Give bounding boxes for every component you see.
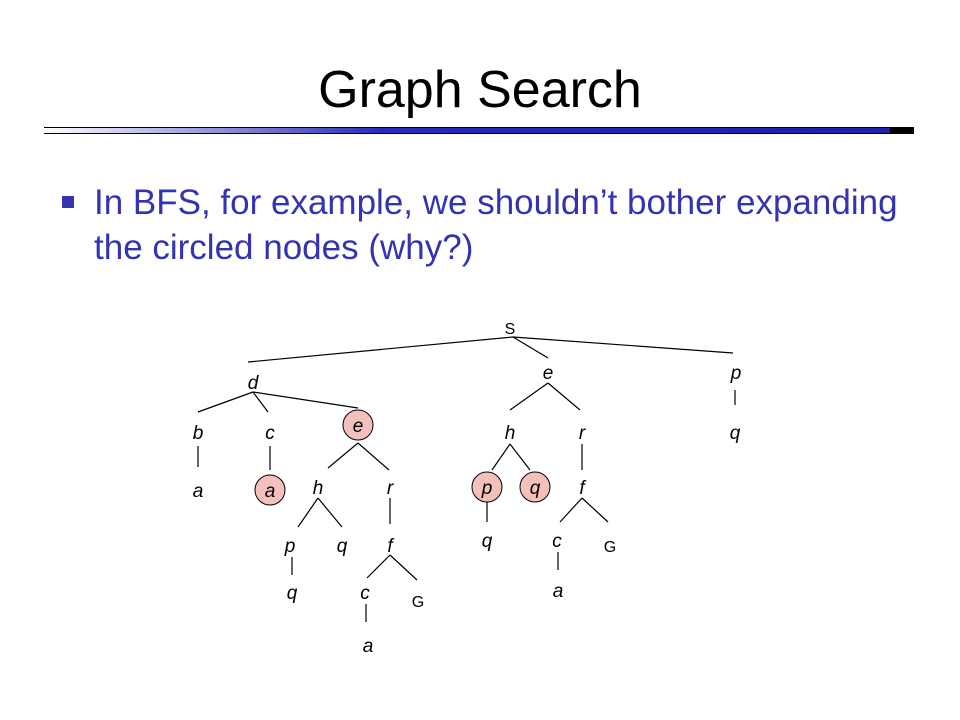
tree-edge-e2-r1 [357, 442, 390, 471]
tree-edge-e1-h2 [509, 382, 549, 411]
tree-node-G1: G [412, 594, 424, 611]
tree-node-S: S [505, 321, 516, 338]
tree-node-c3: c [552, 531, 562, 552]
tree-node-p2: p [284, 536, 296, 557]
tree-edge-h1-q1 [317, 497, 343, 528]
bullet-square-icon [62, 196, 74, 208]
circled-node-marker-p3 [471, 471, 503, 503]
tree-edge-S-p1 [512, 336, 734, 354]
tree-edge-d-e2 [252, 391, 359, 409]
circled-node-marker-q3 [519, 471, 551, 503]
tree-edge-e1-r2 [547, 382, 581, 411]
tree-edge-d-b [197, 391, 254, 413]
circled-node-marker-e2 [342, 409, 374, 441]
tree-node-r1: r [387, 478, 394, 499]
bullet-text: In BFS, for example, we shouldn’t bother… [94, 183, 898, 267]
tree-node-p1: p [730, 363, 742, 384]
tree-node-p3: p [481, 478, 493, 499]
tree-node-q4: q [482, 531, 493, 552]
tree-node-q5: q [730, 423, 741, 444]
bullet-item: In BFS, for example, we shouldn’t bother… [62, 180, 922, 270]
tree-node-a2: a [265, 481, 276, 502]
tree-node-q1: q [337, 536, 348, 557]
tree-edge-d-c1 [252, 391, 269, 413]
tree-edge-e2-h1 [327, 442, 359, 469]
tree-edge-S-e1 [512, 336, 549, 359]
tree-edge-f2-G2 [581, 497, 609, 523]
tree-edge-f1-c2 [366, 554, 391, 579]
tree-node-h1: h [313, 478, 324, 499]
tree-edge-h1-p2 [297, 497, 319, 528]
tree-node-e2: e [353, 416, 364, 437]
tree-edge-S-d [247, 336, 514, 363]
tree-node-G2: G [604, 539, 616, 556]
tree-node-h2: h [505, 423, 516, 444]
tree-node-f1: f [387, 536, 394, 557]
tree-edge-f2-c3 [559, 497, 583, 523]
tree-edge-h2-q3 [509, 443, 531, 471]
tree-node-a3: a [363, 636, 374, 657]
tree-node-c2: c [360, 583, 370, 604]
tree-node-r2: r [579, 423, 586, 444]
circled-node-marker-a2 [254, 474, 286, 506]
tree-edge-f1-G1 [389, 554, 418, 581]
tree-node-e1: e [543, 363, 554, 384]
tree-edge-h2-p3 [491, 443, 511, 471]
tree-node-q2: q [287, 583, 298, 604]
tree-node-f2: f [579, 478, 586, 499]
tree-node-c1: c [265, 423, 275, 444]
tree-node-d: d [248, 373, 260, 394]
title-rule [44, 128, 890, 133]
slide-title: Graph Search [318, 61, 642, 119]
tree-node-a4: a [553, 581, 564, 602]
tree-node-a1: a [193, 481, 204, 502]
tree-node-q3: q [530, 478, 541, 499]
tree-node-b: b [193, 423, 204, 444]
